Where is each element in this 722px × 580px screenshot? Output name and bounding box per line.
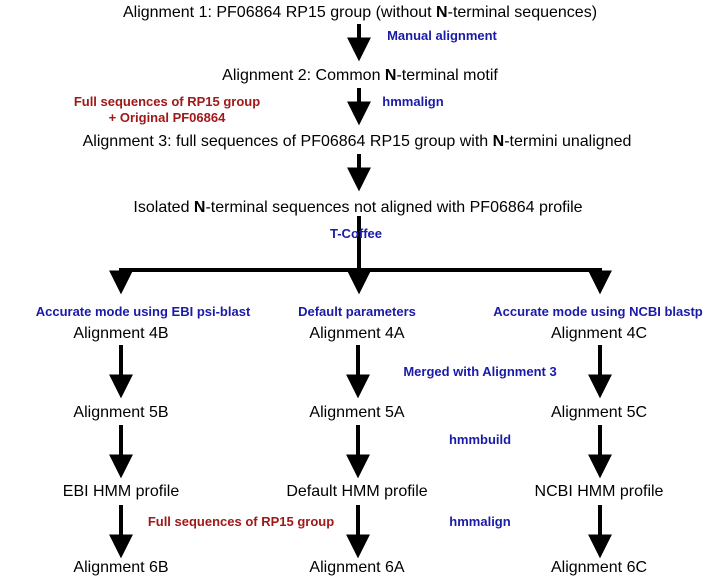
label-hmmalign-2: hmmalign <box>449 514 511 529</box>
node-default-hmm-profile: Default HMM profile <box>286 483 428 500</box>
node-ebi-hmm-profile: EBI HMM profile <box>62 483 180 500</box>
node-alignment-5b: Alignment 5B <box>73 404 169 421</box>
label-full-sequences-original: Full sequences of RP15 group+ Original P… <box>73 94 261 125</box>
node-alignment-4a: Alignment 4A <box>309 325 405 342</box>
label-full-sequences-rp15: Full sequences of RP15 group <box>147 514 335 529</box>
label-accurate-ncbi: Accurate mode using NCBI blastp <box>493 304 703 319</box>
node-alignment-3: Alignment 3: full sequences of PF06864 R… <box>82 133 632 150</box>
node-isolated-sequences: Isolated N-terminal sequences not aligne… <box>133 199 583 216</box>
label-accurate-ebi: Accurate mode using EBI psi-blast <box>35 304 251 319</box>
label-merged-alignment-3: Merged with Alignment 3 <box>403 364 557 379</box>
node-ncbi-hmm-profile: NCBI HMM profile <box>534 483 664 500</box>
node-alignment-6a: Alignment 6A <box>309 559 405 576</box>
node-alignment-4b: Alignment 4B <box>73 325 169 342</box>
node-alignment-2: Alignment 2: Common N-terminal motif <box>222 67 498 84</box>
label-hmmbuild: hmmbuild <box>448 432 512 447</box>
node-alignment-5a: Alignment 5A <box>309 404 405 421</box>
node-alignment-4c: Alignment 4C <box>550 325 648 342</box>
node-alignment-6c: Alignment 6C <box>550 559 648 576</box>
label-default-parameters: Default parameters <box>298 304 416 319</box>
node-alignment-5c: Alignment 5C <box>550 404 648 421</box>
node-alignment-6b: Alignment 6B <box>73 559 169 576</box>
label-t-coffee: T-Coffee <box>330 226 382 241</box>
label-hmmalign: hmmalign <box>382 94 444 109</box>
label-manual-alignment: Manual alignment <box>387 28 497 43</box>
node-alignment-1: Alignment 1: PF06864 RP15 group (without… <box>122 4 598 21</box>
